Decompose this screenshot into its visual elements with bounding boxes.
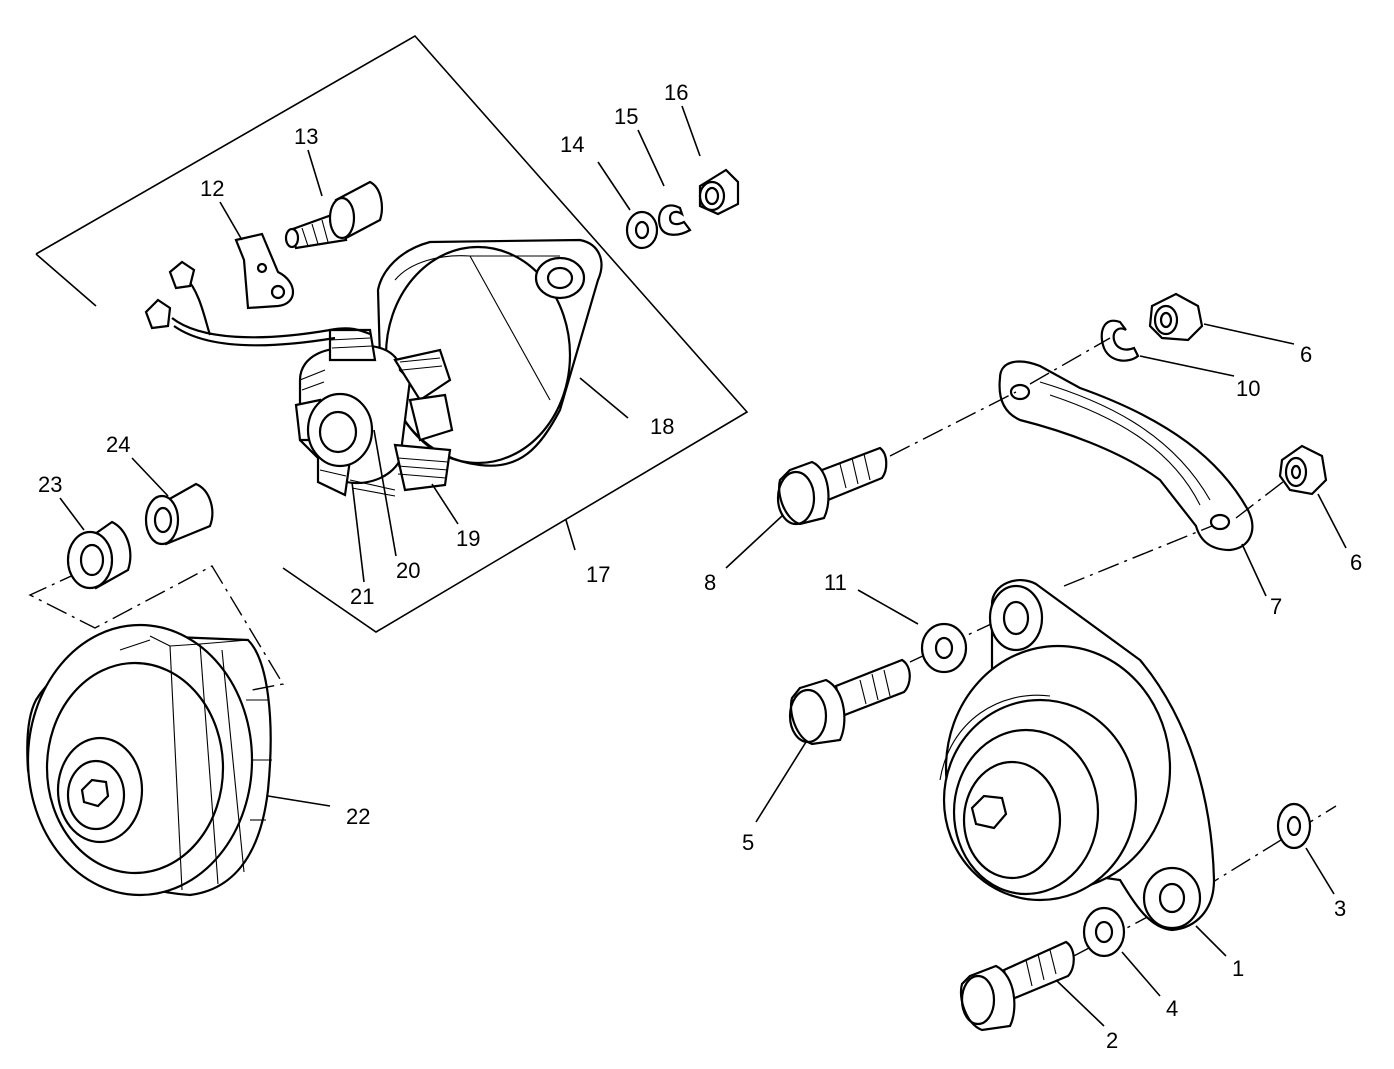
axis-lines-left — [28, 565, 285, 691]
callout-22: 22 — [346, 804, 370, 829]
part-7-bracket — [998, 360, 1254, 552]
part-23-spacer — [66, 520, 132, 590]
part-6-nut-right — [1278, 444, 1328, 496]
part-18-stator-plate — [376, 238, 603, 467]
callout-19: 19 — [456, 526, 480, 551]
callout-20: 20 — [396, 558, 420, 583]
part-24-bushing — [144, 482, 214, 546]
part-13-screw — [284, 180, 383, 250]
callout-10: 10 — [1236, 376, 1260, 401]
callout-2: 2 — [1106, 1028, 1118, 1053]
callout-16: 16 — [664, 80, 688, 105]
part-6-nut-top — [1148, 292, 1204, 342]
part-15-lock-washer — [657, 204, 692, 236]
callout-24: 24 — [106, 432, 130, 457]
kit-17-boundary — [35, 34, 749, 633]
part-10-lock-washer — [1100, 319, 1140, 362]
part-11-washer — [920, 622, 968, 674]
callout-12: 12 — [200, 176, 224, 201]
part-16-nut — [698, 168, 740, 216]
part-5-bolt — [788, 658, 911, 746]
callout-17: 17 — [586, 562, 610, 587]
callout-3: 3 — [1334, 896, 1346, 921]
wiring-harness — [144, 260, 371, 347]
part-8-bolt — [776, 446, 888, 526]
callout-13: 13 — [294, 124, 318, 149]
leader-lines — [59, 105, 1347, 1027]
part-1-pulley-mount — [939, 579, 1216, 932]
callout-18: 18 — [650, 414, 674, 439]
callout-4: 4 — [1166, 996, 1178, 1021]
callout-23: 23 — [38, 472, 62, 497]
part-22-flywheel — [26, 623, 272, 897]
part-4-washer — [1082, 906, 1126, 958]
part-19-stator-coils — [294, 328, 454, 497]
part-2-bolt — [959, 940, 1075, 1032]
callouts: 13 12 14 15 16 18 19 17 20 21 22 24 23 6… — [38, 80, 1362, 1053]
callout-8: 8 — [704, 570, 716, 595]
callout-7: 7 — [1270, 594, 1282, 619]
callout-14: 14 — [560, 132, 584, 157]
callout-15: 15 — [614, 104, 638, 129]
callout-1: 1 — [1232, 956, 1244, 981]
part-14-washer — [625, 210, 659, 250]
callout-6-right: 6 — [1350, 550, 1362, 575]
callout-21: 21 — [350, 584, 374, 609]
callout-11: 11 — [824, 570, 847, 595]
part-12-clamp — [234, 232, 294, 310]
callout-5: 5 — [742, 830, 754, 855]
callout-6-top: 6 — [1300, 342, 1312, 367]
part-3-washer — [1276, 802, 1312, 850]
